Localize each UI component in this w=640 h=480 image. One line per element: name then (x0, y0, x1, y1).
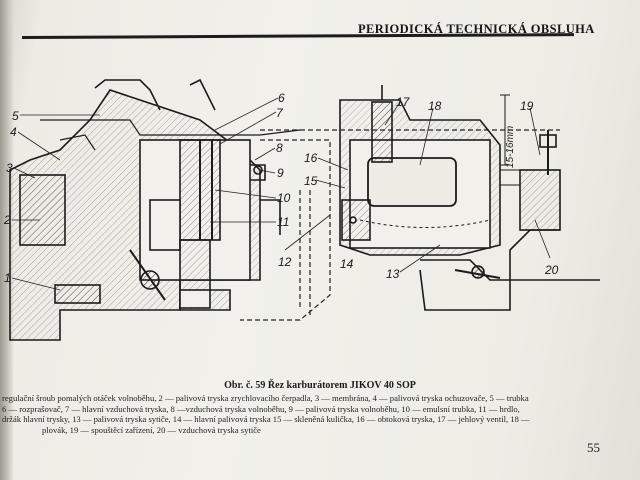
part-label-14: 14 (340, 257, 354, 271)
page-number: 55 (587, 440, 600, 455)
part-label-18: 18 (428, 99, 442, 113)
part-label-6: 6 (278, 91, 285, 105)
part-label-7: 7 (276, 106, 284, 120)
legend-line: držák hlavní trysky, 13 — palivová trysk… (2, 414, 530, 425)
part-label-20: 20 (544, 263, 559, 277)
part-label-8: 8 (276, 141, 283, 155)
legend-line: regulační šroub pomalých otáček volnoběh… (2, 393, 529, 403)
part-label-9: 9 (277, 166, 284, 180)
float-level-dimension: 15-16mm (505, 126, 516, 168)
figure-legend: regulační šroub pomalých otáček volnoběh… (2, 393, 592, 435)
starter-device (419, 94, 600, 311)
part-label-19: 19 (520, 99, 534, 113)
float-chamber (339, 85, 520, 256)
figure-caption: Obr. č. 59 Řez karburátorem JIKOV 40 SOP (224, 380, 416, 391)
legend-line: 6 — rozprašovač, 7 — hlavní vzduchová tr… (2, 403, 520, 414)
part-label-17: 17 (396, 95, 411, 109)
part-label-2: 2 (3, 213, 11, 227)
carburetor-cross-section-drawing: 5 4 3 2 1 6 7 8 9 10 11 12 14 15 16 17 1… (3, 78, 600, 341)
part-label-15: 15 (304, 174, 318, 188)
part-label-13: 13 (386, 267, 400, 281)
part-label-11: 11 (277, 215, 289, 229)
running-header: PERIODICKÁ TECHNICKÁ OBSLUHA (358, 22, 595, 36)
carburetor-body-left (9, 78, 301, 341)
label-leaders (11, 97, 551, 291)
part-label-4: 4 (10, 125, 17, 139)
part-label-1: 1 (4, 271, 11, 285)
page-gutter-shadow (0, 0, 14, 480)
fuel-channels (240, 129, 560, 321)
part-label-3: 3 (6, 161, 13, 175)
part-label-16: 16 (304, 151, 318, 165)
legend-line: plovák, 19 — spouštěcí zařízení, 20 — vz… (42, 424, 261, 435)
part-label-5: 5 (12, 109, 19, 123)
part-label-10: 10 (277, 191, 291, 205)
header-rule (21, 33, 575, 39)
part-label-12: 12 (278, 255, 292, 269)
